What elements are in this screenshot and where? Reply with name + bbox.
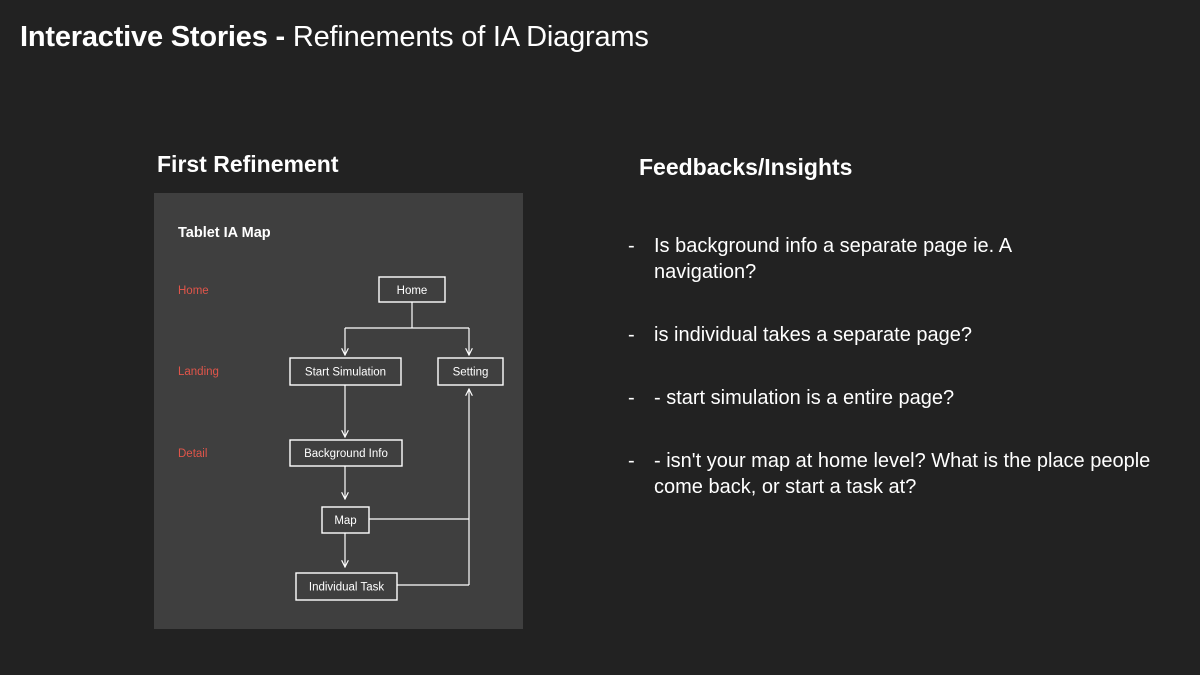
- insight-dash: -: [628, 387, 635, 409]
- node-map: Map: [334, 515, 356, 527]
- slide-title-light: Refinements of IA Diagrams: [292, 21, 649, 53]
- node-setting: Setting: [453, 367, 489, 379]
- insight-item: - Is background info a separate page ie.…: [628, 233, 1168, 285]
- node-background-info-box: [289, 439, 403, 467]
- insight-text: - isn't your map at home level? What is …: [654, 450, 1151, 498]
- feedbacks-heading: Feedbacks/Insights: [639, 154, 853, 180]
- insight-text: is individual takes a separate page?: [654, 324, 972, 346]
- insights-list: - Is background info a separate page ie.…: [628, 233, 1168, 537]
- ia-diagram: Tablet IA Map Home Landing Detail: [178, 225, 504, 601]
- ia-diagram-panel: Tablet IA Map Home Landing Detail: [154, 193, 523, 629]
- insight-item: - - isn't your map at home level? What i…: [628, 448, 1168, 500]
- insight-dash: -: [628, 450, 635, 472]
- slide-title-bold: Interactive Stories -: [20, 21, 285, 53]
- insight-dash: -: [628, 235, 635, 257]
- first-refinement-heading: First Refinement: [157, 151, 339, 177]
- insight-dash: -: [628, 324, 635, 346]
- node-individual-task-box: [295, 572, 398, 601]
- node-home-box: [378, 276, 446, 303]
- diagram-title: Tablet IA Map: [178, 225, 271, 241]
- node-background-info: Background Info: [304, 448, 388, 460]
- node-start-simulation: Start Simulation: [305, 367, 386, 379]
- insight-text: - start simulation is a entire page?: [654, 387, 955, 409]
- level-label-home: Home: [178, 285, 209, 297]
- insight-text: Is background info a separate page ie. A…: [654, 235, 1011, 283]
- insight-item: - - start simulation is a entire page?: [628, 385, 1168, 411]
- node-setting-box: [437, 357, 504, 386]
- node-individual-task: Individual Task: [309, 582, 384, 594]
- node-home: Home: [397, 285, 428, 297]
- slide-title: Interactive Stories - Refinements of IA …: [20, 18, 649, 56]
- insight-item: - is individual takes a separate page?: [628, 322, 1168, 348]
- level-label-landing: Landing: [178, 366, 219, 378]
- node-start-simulation-box: [289, 357, 402, 386]
- level-label-detail: Detail: [178, 448, 207, 460]
- node-map-box: [321, 506, 370, 534]
